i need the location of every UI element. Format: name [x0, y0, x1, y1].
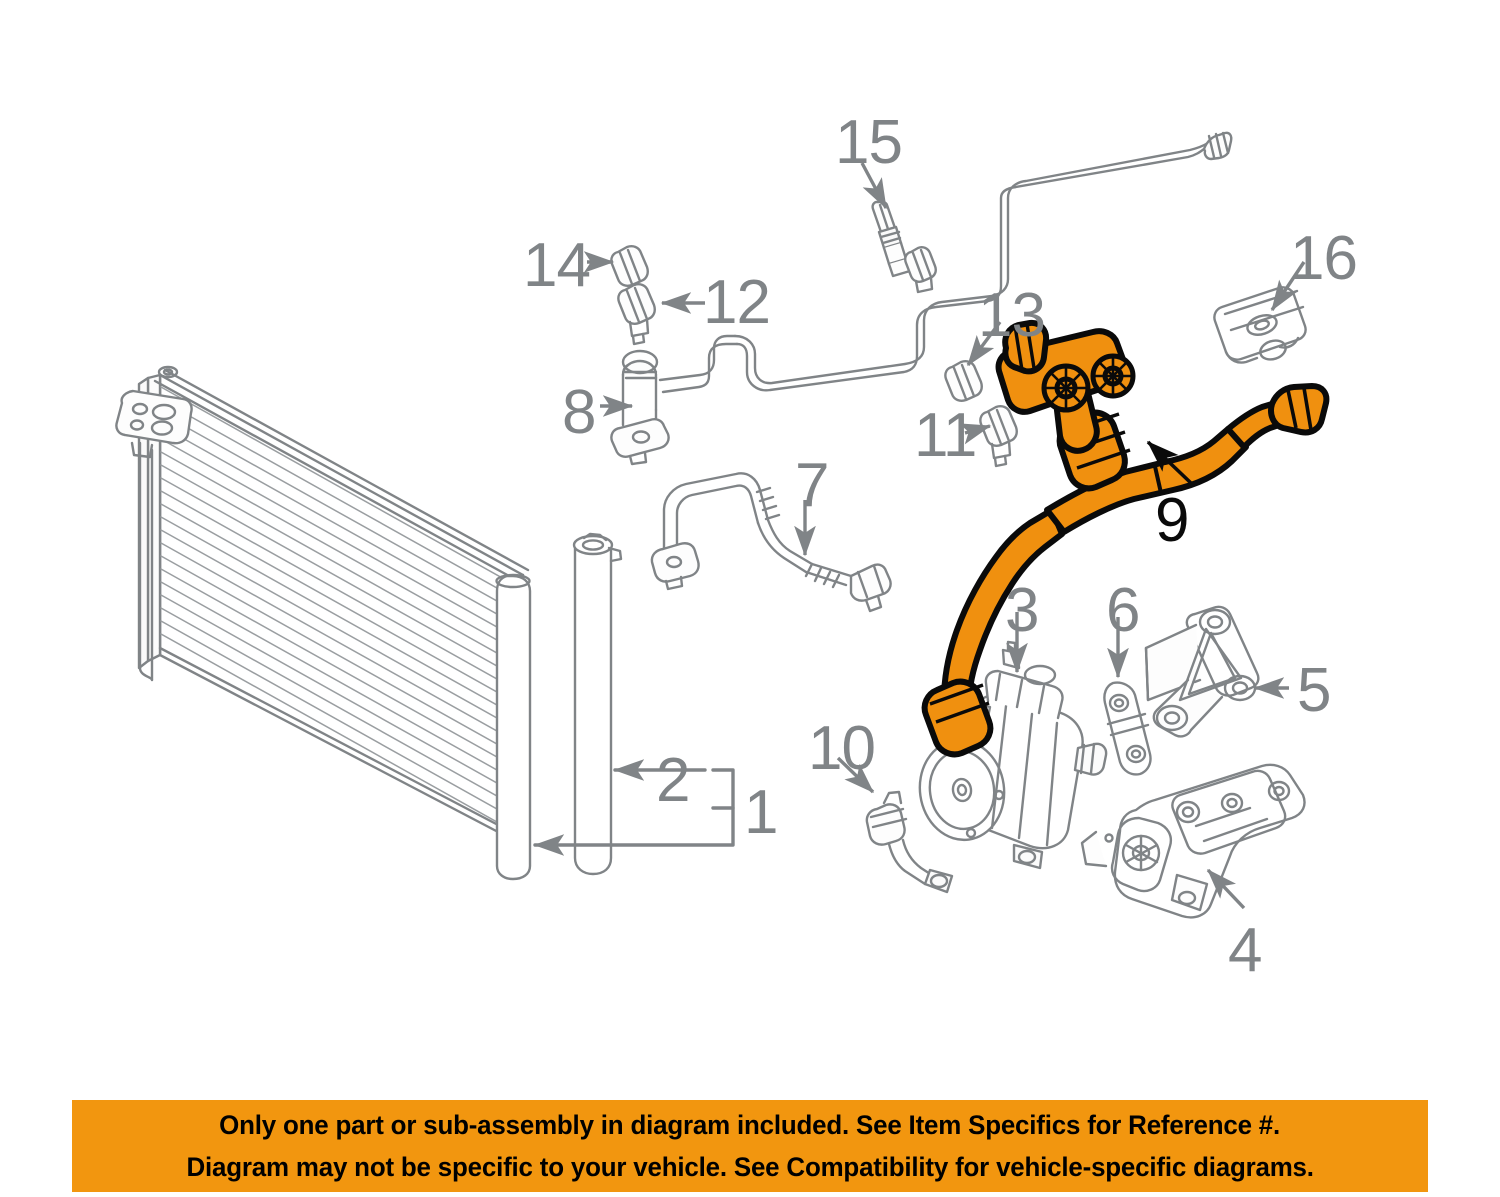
bolt-on-upper-line [904, 246, 937, 294]
leader-11 [958, 423, 992, 445]
callout-label-5: 5 [1297, 656, 1331, 725]
bolt-14-glyph [610, 245, 649, 287]
callout-label-11: 11 [914, 401, 977, 470]
condenser-right-tube [495, 573, 532, 881]
callout-label-9: 9 [1155, 486, 1189, 555]
callout-label-8: 8 [562, 378, 596, 447]
banner-line-1: Only one part or sub-assembly in diagram… [219, 1110, 1281, 1140]
ac-compressor-3 [918, 640, 1108, 870]
connector-pipe-8 [610, 349, 670, 466]
discharge-hose-9 [921, 319, 1330, 758]
link-plate-6 [1103, 681, 1152, 776]
condenser-left-tube [138, 441, 154, 682]
notice-banner: Only one part or sub-assembly in diagram… [72, 1100, 1428, 1192]
suction-hose-7 [650, 472, 892, 613]
condenser-fins [160, 386, 523, 837]
condenser-core [137, 368, 530, 847]
callout-label-4: 4 [1228, 916, 1262, 985]
support-brace-5 [1144, 605, 1260, 738]
callout-label-6: 6 [1106, 576, 1140, 645]
hose-clamp-16 [1213, 286, 1307, 364]
callout-label-13: 13 [978, 281, 1046, 350]
callout-label-14: 14 [523, 231, 591, 300]
condenser-top-cap [157, 365, 179, 379]
banner-line-2: Diagram may not be specific to your vehi… [186, 1152, 1314, 1182]
callout-bracket-1 [533, 768, 735, 856]
callout-label-12: 12 [703, 268, 771, 337]
pressure-switch-15 [871, 200, 912, 278]
callout-label-1: 1 [744, 778, 778, 847]
callout-label-7: 7 [795, 451, 829, 520]
leader-16 [1270, 261, 1306, 312]
upper-refrigerant-line [658, 131, 1233, 394]
leader-4 [1206, 868, 1246, 910]
receiver-dryer-tube [572, 532, 623, 876]
compressor-mount-bracket-4 [1080, 763, 1306, 919]
callout-label-16: 16 [1290, 224, 1358, 293]
callout-label-3: 3 [1005, 576, 1039, 645]
leader-10 [836, 756, 875, 794]
callout-label-2: 2 [656, 746, 690, 815]
callout-label-10: 10 [808, 714, 876, 783]
bolt-11-glyph [979, 405, 1018, 468]
leader-15 [860, 162, 888, 210]
bolt-13-glyph [944, 360, 983, 402]
compressor-port-tube-10 [865, 790, 954, 894]
leader-9 [1146, 440, 1194, 486]
bolt-12-glyph [617, 283, 656, 346]
callout-label-15: 15 [835, 108, 903, 177]
leader-13 [966, 320, 1002, 367]
